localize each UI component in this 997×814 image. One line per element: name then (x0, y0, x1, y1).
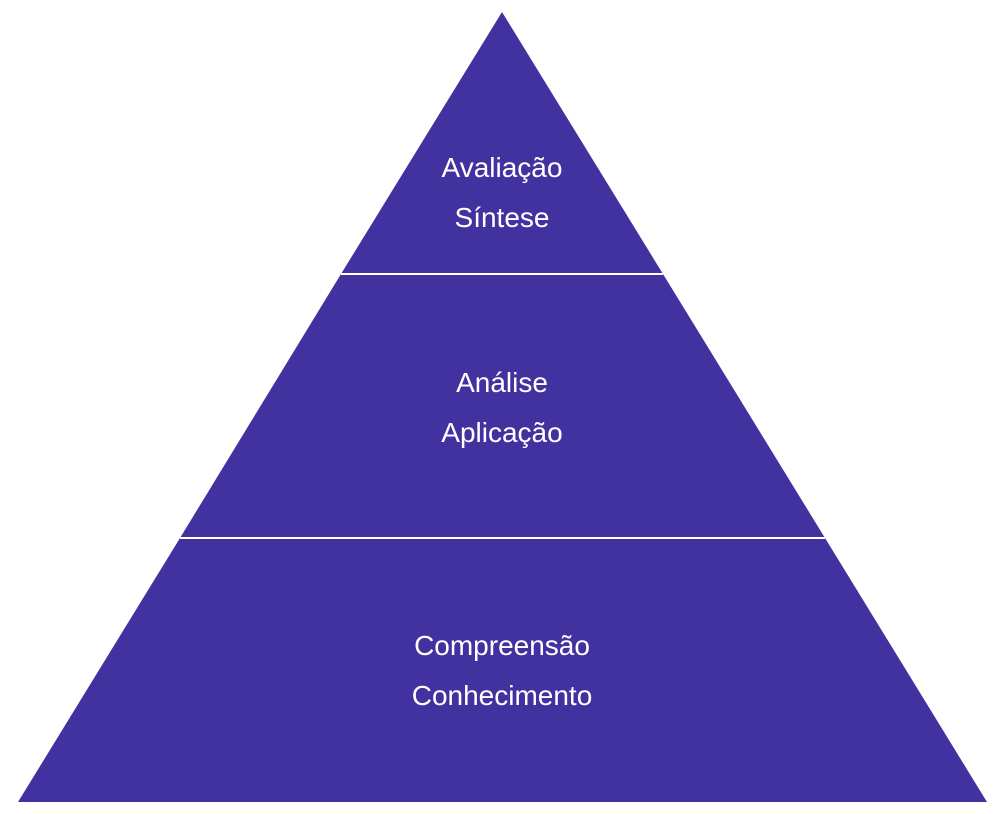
tier-bottom-label-1: Compreensão (414, 630, 590, 661)
pyramid-tier-top (341, 12, 663, 274)
tier-middle-label-1: Análise (456, 367, 548, 398)
pyramid-tier-bottom (18, 538, 987, 802)
pyramid-tier-middle (180, 274, 825, 538)
tier-middle-label-2: Aplicação (441, 417, 562, 448)
tier-top-label-1: Avaliação (442, 152, 563, 183)
tier-bottom-label-2: Conhecimento (412, 680, 593, 711)
tier-top-label-2: Síntese (455, 202, 550, 233)
